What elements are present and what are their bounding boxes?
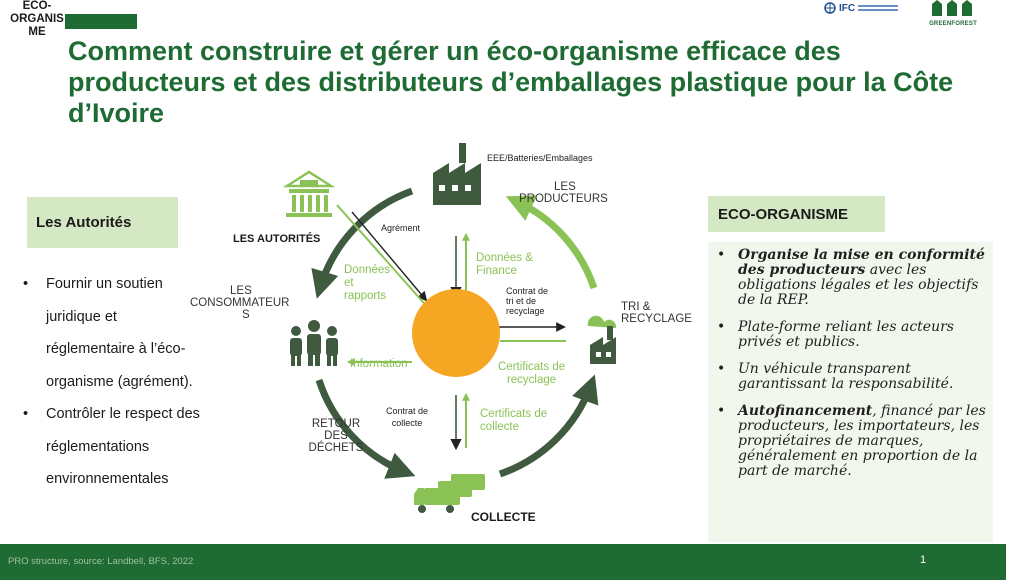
autorites-heading-box — [27, 197, 178, 248]
eco-role-item: Autofinancement, financé par les product… — [712, 404, 992, 479]
contrat-tri-line: tri et de — [506, 296, 537, 306]
donnees-rapports-line: et — [344, 277, 354, 289]
cycle-arc-tri-producteurs — [505, 195, 598, 290]
donnees-finance-label: Données & Finance — [476, 252, 533, 278]
eco-role-lead: Organise la mise en conformité des produ… — [738, 247, 985, 278]
autorites-label: LES AUTORITÉS — [233, 233, 321, 245]
eco-role-text: Plate-forme reliant les acteurs privés e… — [738, 319, 954, 350]
autorites-role-list: Fournir un soutien juridique et réglemen… — [8, 268, 208, 496]
page-number: 1 — [920, 554, 927, 566]
autorites-heading: Les Autorités — [36, 214, 132, 231]
center-label-line: ME — [28, 26, 46, 38]
autorites-role-item: Contrôler le respect des réglementations… — [8, 398, 208, 496]
tri-recyclage-line: RECYCLAGE — [621, 313, 692, 325]
autorites-role-item: Fournir un soutien juridique et réglemen… — [8, 268, 208, 398]
greenforest-trees-icon — [932, 0, 972, 16]
donnees-rapports-line: Données — [344, 264, 391, 276]
greenforest-logo: GREENFOREST — [929, 0, 977, 27]
donnees-finance-line: Données & — [476, 252, 533, 264]
recycling-plant-icon — [587, 315, 617, 364]
retour-dechets-line: RETOUR — [311, 418, 361, 430]
tri-recyclage-line: TRI & — [621, 301, 651, 313]
retour-dechets-label: RETOUR DES DÉCHETS — [306, 418, 366, 454]
eco-role-text: avec les obligations légales et les obje… — [738, 262, 979, 308]
information-label: Information — [350, 358, 408, 370]
certificats-recyclage-label: Certificats de recyclage — [498, 361, 565, 387]
tri-recyclage-label: TRI & RECYCLAGE — [621, 301, 692, 325]
certificats-recyclage-line: Certificats de — [498, 361, 566, 373]
eco-role-item: Plate-forme reliant les acteurs privés e… — [712, 320, 992, 350]
garbage-trucks-icon — [414, 474, 485, 513]
people-icon — [290, 320, 338, 366]
collecte-label: COLLECTE — [471, 510, 536, 524]
eco-role-lead: Autofinancement — [738, 403, 873, 419]
greenforest-logo-text: GREENFOREST — [929, 21, 977, 27]
contrat-collecte-label: Contrat de collecte — [386, 405, 428, 429]
eco-organisme-role-list: Organise la mise en conformité des produ… — [712, 248, 992, 491]
eco-role-item: Un véhicule transparent garantissant la … — [712, 362, 992, 392]
donnees-finance-line: Finance — [476, 265, 517, 277]
certificats-collecte-line: Certificats de — [480, 408, 548, 420]
producteurs-label: LES PRODUCTEURS — [514, 181, 620, 205]
slide-title: Comment construire et gérer un éco-organ… — [68, 36, 954, 128]
eco-role-text: , financé par les producteurs, les impor… — [738, 403, 986, 479]
retour-dechets-line: DÉCHETS — [308, 442, 364, 454]
factory-icon — [433, 143, 481, 205]
donnees-rapports-line — [336, 204, 431, 311]
eco-organisme-heading-box — [708, 196, 885, 232]
producteurs-label-line: PRODUCTEURS — [519, 193, 608, 205]
eco-organisme-center-label: ECO- ORGANIS ME — [0, 0, 74, 39]
retour-dechets-line: DES — [324, 430, 348, 442]
contrat-tri-line: recyclage — [506, 306, 545, 316]
producteurs-label-line: LES — [554, 181, 576, 193]
contrat-tri-label: Contrat de tri et de recyclage — [506, 286, 548, 316]
ifc-logo-text: IFC — [839, 2, 856, 14]
certificats-collecte-line: collecte — [480, 421, 519, 433]
donnees-rapports-line: rapports — [344, 290, 387, 302]
ifc-globe-icon — [824, 2, 836, 14]
consommateurs-label-line: LES — [230, 285, 252, 297]
center-label-line: ORGANIS — [10, 13, 64, 25]
footer-bar — [0, 544, 1006, 580]
header-accent-bar — [65, 14, 137, 29]
agrement-label: Agrément — [381, 223, 421, 233]
ifc-logo: IFC — [824, 2, 899, 14]
cycle-arc-producteurs-consommateurs — [311, 187, 414, 299]
cycle-arc-consommateurs-collecte — [315, 378, 416, 479]
ifc-logo-lines — [858, 3, 899, 13]
contrat-collecte-line: Contrat de — [386, 406, 429, 416]
footer-source: PRO structure, source: Landbell, BFS, 20… — [8, 556, 194, 567]
certificats-collecte-label: Certificats de collecte — [480, 408, 547, 434]
government-building-icon — [282, 170, 336, 217]
eco-role-item: Organise la mise en conformité des produ… — [712, 248, 992, 308]
consommateurs-label: LES CONSOMMATEUR S — [190, 285, 305, 321]
consommateurs-label-line: S — [242, 309, 250, 321]
cycle-arc-collecte-tri — [498, 374, 599, 478]
certificats-recyclage-line: recyclage — [506, 374, 557, 386]
center-label-line: ECO- — [22, 0, 52, 12]
donnees-rapports-label: Données et rapports — [344, 264, 390, 303]
contrat-tri-line: Contrat de — [506, 286, 549, 296]
consommateurs-label-line: CONSOMMATEUR — [190, 297, 290, 309]
eco-role-text: Un véhicule transparent garantissant la … — [738, 361, 954, 392]
eco-organisme-heading: ECO-ORGANISME — [718, 206, 849, 223]
agrement-arrow — [351, 211, 428, 302]
contrat-collecte-line: collecte — [391, 418, 423, 428]
eco-organisme-center-circle — [412, 289, 500, 377]
producteurs-items-label: EEE/Batteries/Emballages — [487, 153, 593, 163]
